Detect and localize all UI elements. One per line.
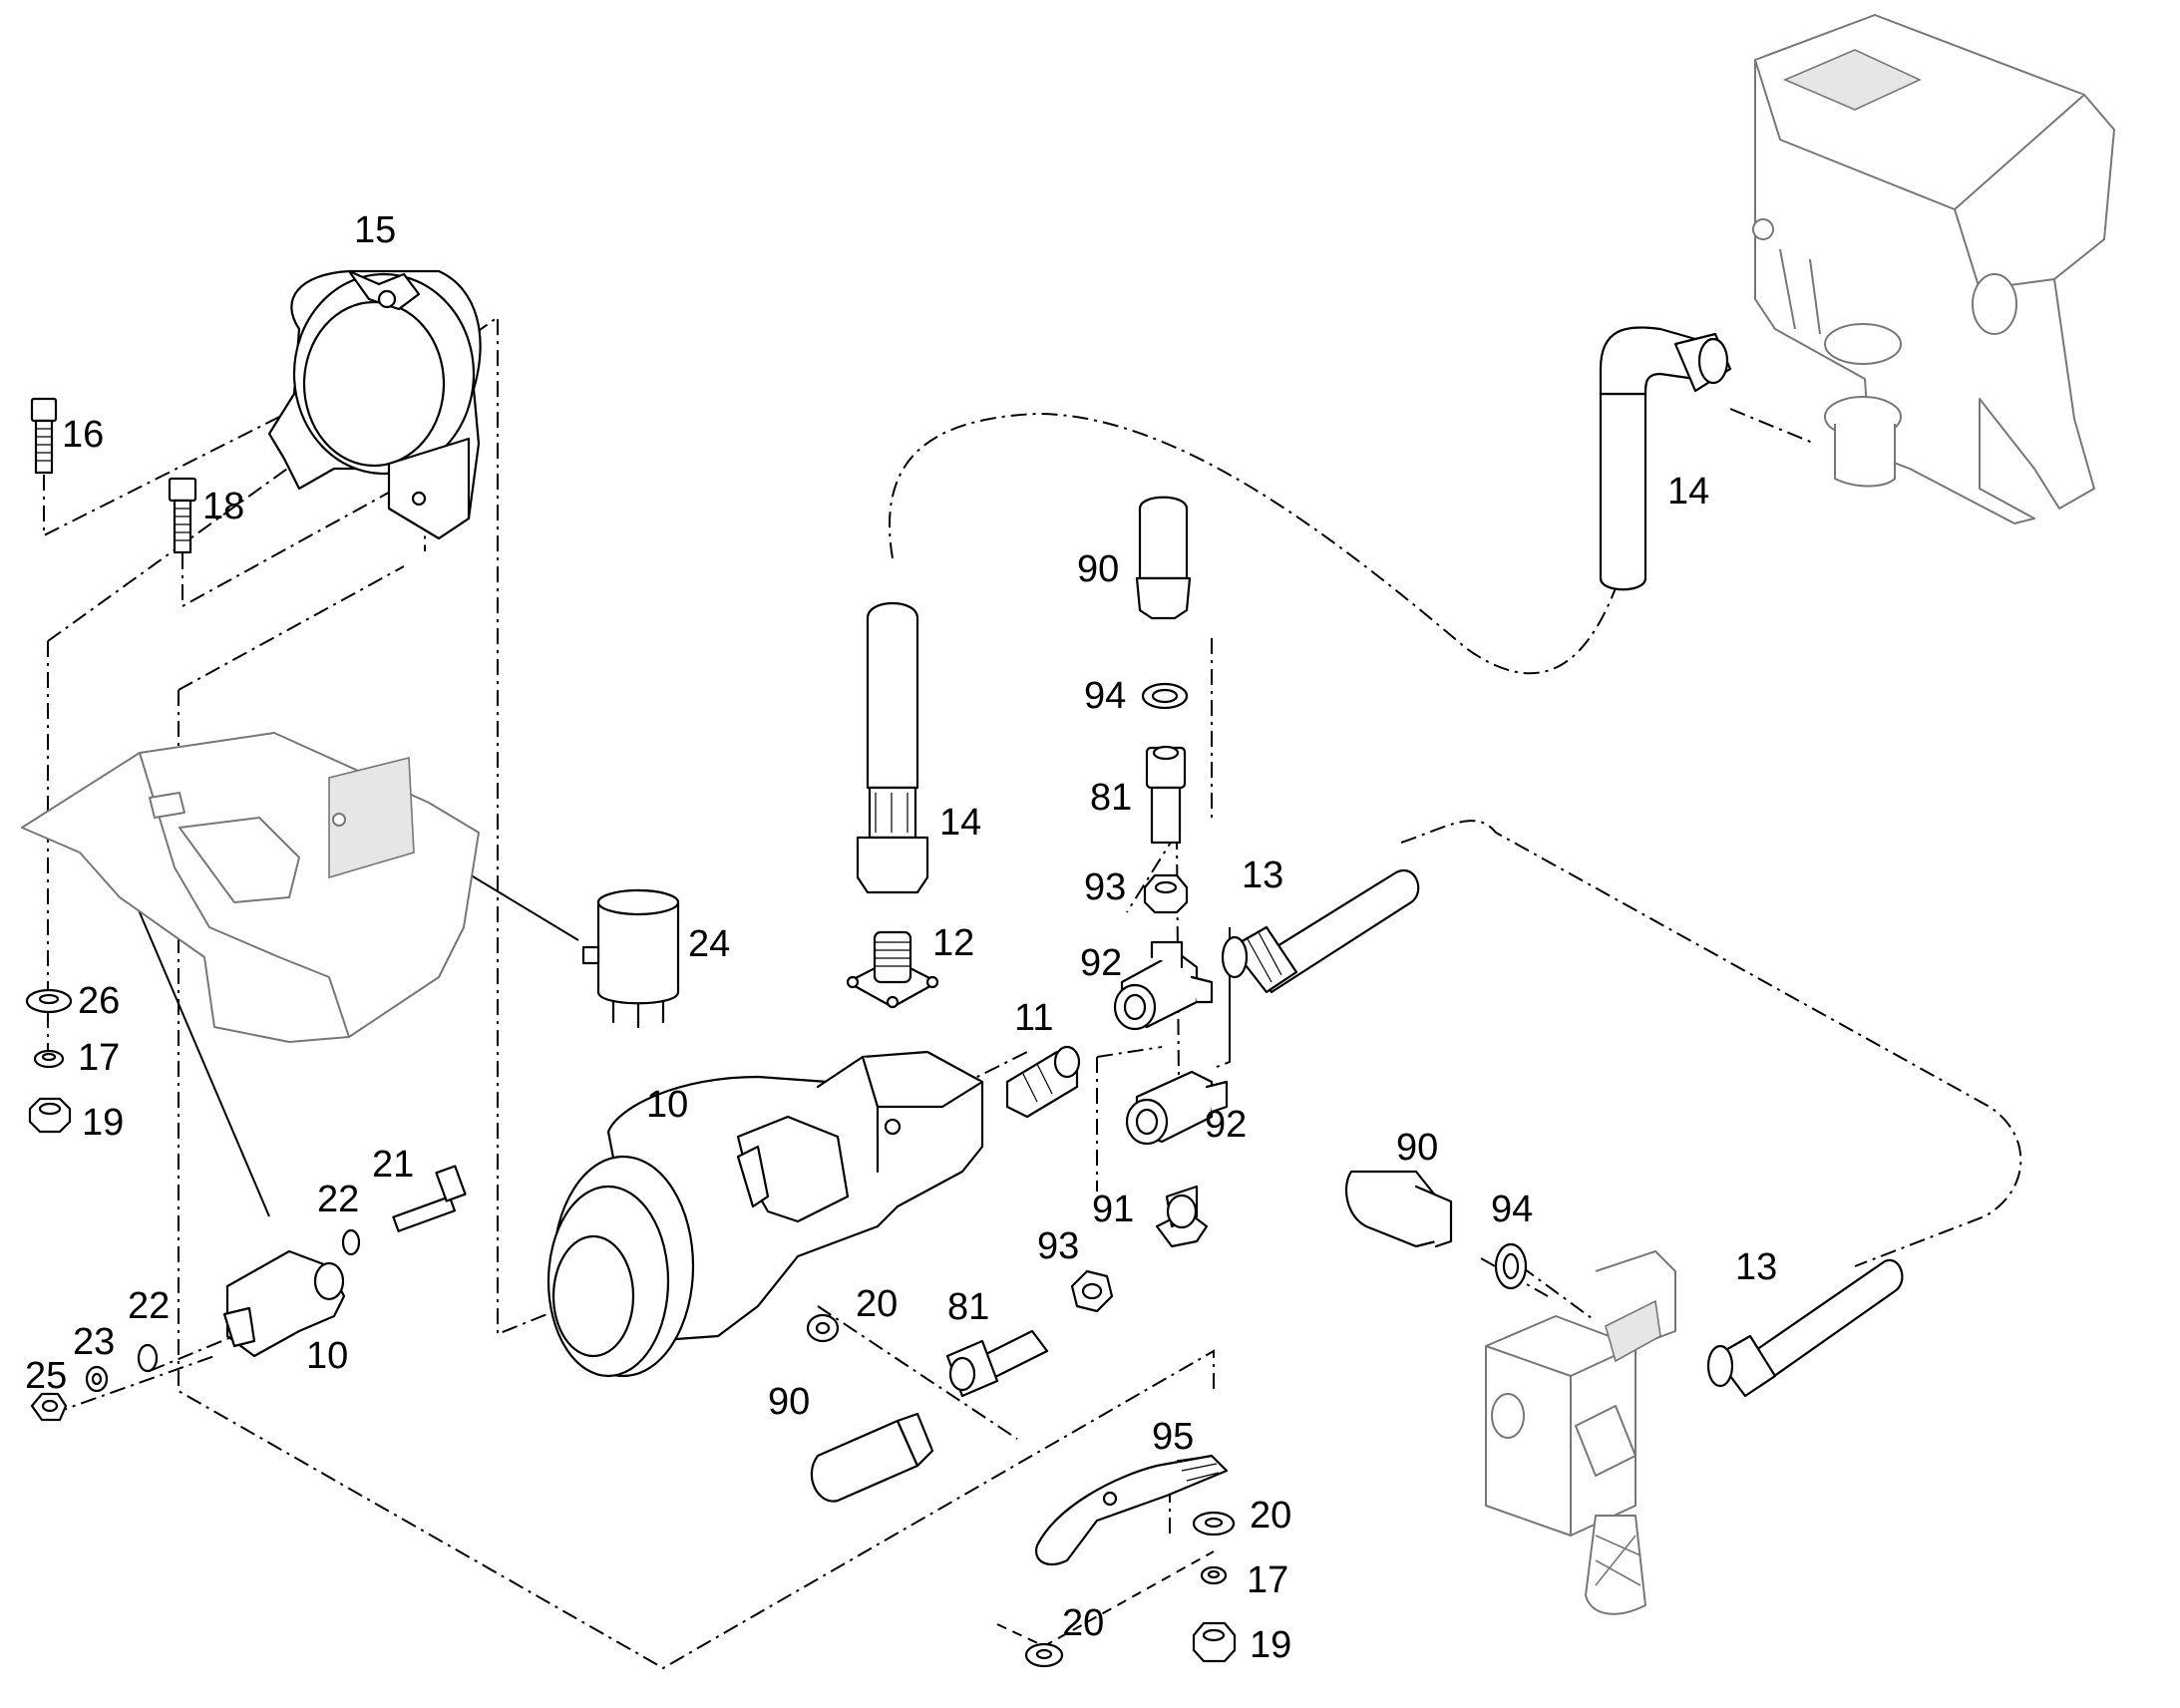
callout-19: 19: [82, 1102, 124, 1144]
callout-26: 26: [78, 980, 120, 1022]
hose-13b: [1706, 1258, 1904, 1398]
callout-14: 14: [939, 802, 981, 844]
clamp-bracket: [267, 269, 482, 540]
tee-92a: [1113, 940, 1214, 1031]
callout-23: 23: [73, 1321, 115, 1363]
washer-26: [25, 988, 73, 1014]
lockwasher-17a: [33, 1049, 65, 1069]
callout-20: 20: [1062, 1602, 1104, 1644]
port-fitting-12: [846, 930, 939, 1009]
nut-19b: [1192, 1621, 1237, 1663]
screw-21: [392, 1165, 467, 1232]
pump-motor: [546, 1050, 984, 1378]
breather-90c: [1344, 1170, 1453, 1248]
callout-93: 93: [1084, 866, 1126, 908]
callout-93: 93: [1037, 1225, 1079, 1267]
callout-94: 94: [1084, 675, 1126, 717]
relay: [581, 888, 680, 1029]
valve-block: [1485, 1250, 1676, 1615]
bolt-18: [168, 477, 197, 554]
callout-16: 16: [62, 414, 104, 456]
callout-17: 17: [1247, 1559, 1288, 1601]
callout-12: 12: [932, 922, 974, 964]
reducer-81a: [1145, 745, 1187, 845]
housing-shroud: [21, 732, 480, 1043]
washer-22a: [341, 1228, 361, 1256]
breather-90b: [810, 1412, 934, 1503]
callout-20: 20: [856, 1283, 898, 1325]
callout-21: 21: [372, 1144, 414, 1186]
reducer-81b: [945, 1329, 1049, 1398]
callout-81: 81: [1090, 777, 1132, 819]
callout-18: 18: [202, 486, 244, 527]
callout-13: 13: [1242, 854, 1283, 896]
callout-15: 15: [354, 209, 396, 251]
callout-90: 90: [1396, 1127, 1438, 1169]
callout-81: 81: [947, 1286, 989, 1328]
washer-23: [85, 1365, 109, 1393]
callout-22: 22: [128, 1285, 170, 1327]
nut-93a: [1143, 873, 1189, 914]
elbow-91: [1155, 1185, 1209, 1248]
callout-19: 19: [1250, 1624, 1291, 1666]
callout-11: 11: [1014, 997, 1053, 1039]
callout-24: 24: [688, 923, 730, 965]
nipple-11: [1005, 1045, 1081, 1119]
seal-94b: [1494, 1242, 1528, 1290]
callout-17: 17: [78, 1037, 120, 1079]
bolt-16: [30, 397, 58, 475]
callout-90: 90: [1077, 548, 1119, 590]
tee-92b: [1125, 1070, 1229, 1146]
nut-93b: [1070, 1269, 1114, 1313]
hose-13a: [1221, 868, 1420, 994]
callout-91: 91: [1092, 1189, 1134, 1230]
washer-20b: [1192, 1511, 1236, 1537]
hose-14b: [1599, 326, 1732, 591]
callout-13: 13: [1735, 1246, 1777, 1288]
washer-20c: [1024, 1642, 1064, 1668]
callout-labels: 15 16 18 26 17 19 24 14 12 11 10 21 22 2…: [25, 209, 1777, 1666]
callout-94: 94: [1491, 1189, 1533, 1230]
callout-14: 14: [1667, 471, 1709, 512]
callout-25: 25: [25, 1355, 67, 1397]
seal-94a: [1141, 682, 1189, 710]
nut-25: [30, 1392, 68, 1422]
lockwasher-17b: [1200, 1565, 1228, 1585]
callout-10: 10: [646, 1084, 688, 1126]
breather-90a: [1135, 496, 1192, 620]
pressure-switch: [222, 1249, 346, 1358]
callout-90: 90: [768, 1381, 810, 1423]
nut-19a: [28, 1097, 72, 1134]
washer-20a: [806, 1313, 840, 1343]
callout-22: 22: [317, 1179, 359, 1220]
callout-92: 92: [1205, 1104, 1247, 1146]
callout-10: 10: [306, 1335, 348, 1377]
callout-95: 95: [1152, 1416, 1194, 1458]
hose-14a: [856, 601, 929, 894]
washer-22b: [137, 1343, 159, 1373]
callout-92: 92: [1080, 942, 1122, 984]
machine-frame: [1752, 14, 2115, 524]
callout-20: 20: [1250, 1495, 1291, 1537]
ground-strap: [1034, 1454, 1229, 1566]
